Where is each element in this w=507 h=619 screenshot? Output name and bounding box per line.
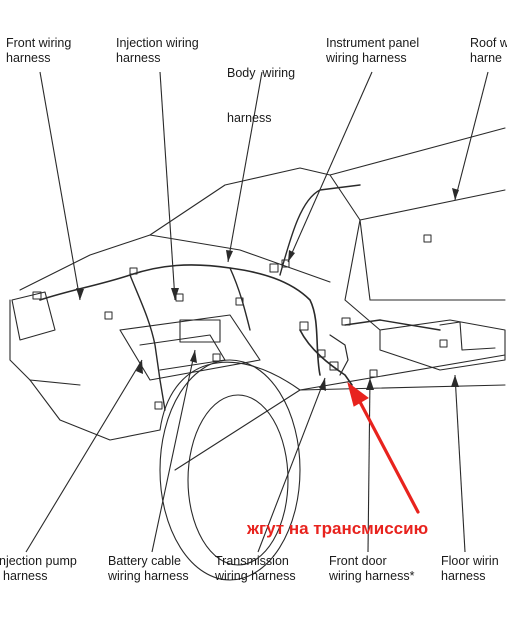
harness-transmission bbox=[299, 329, 353, 386]
leader-front-wiring bbox=[39, 71, 81, 301]
label-line-2: harness bbox=[6, 51, 51, 65]
label-line-1: Roof w bbox=[470, 36, 507, 50]
label-line-2: wiring harness* bbox=[329, 569, 415, 583]
label-line-2: harness bbox=[227, 111, 272, 125]
label-line-1: Transmission bbox=[215, 554, 289, 568]
pillar bbox=[344, 219, 381, 331]
harness-branch-2 bbox=[229, 267, 251, 331]
front-grille bbox=[11, 291, 56, 341]
label-instrument-panel-wiring-harness: Instrument panel wiring harness bbox=[326, 36, 419, 66]
leader-transmission bbox=[257, 377, 326, 553]
cabin-rear bbox=[359, 219, 506, 301]
label-injection-wiring-harness: Injection wiring harness bbox=[116, 36, 199, 66]
label-line-1: Body wiring bbox=[227, 66, 296, 80]
label-front-door-wiring-harness: Front door wiring harness* bbox=[329, 554, 414, 584]
hood-top bbox=[19, 234, 331, 291]
leader-roof bbox=[454, 71, 489, 201]
leader-front-door bbox=[367, 377, 371, 553]
label-body-wiring-harness: Body wiring harness bbox=[227, 36, 295, 156]
roof-line bbox=[149, 127, 506, 236]
label-line-2: harness bbox=[441, 569, 486, 583]
windshield-base bbox=[329, 174, 506, 221]
harness-floor bbox=[344, 319, 441, 331]
battery bbox=[179, 319, 221, 343]
label-line-2: harne bbox=[470, 51, 502, 65]
label-floor-wiring-harness: Floor wirin harness bbox=[441, 554, 499, 584]
label-battery-cable-wiring-harness: Battery cable wiring harness bbox=[108, 554, 189, 584]
leader-injection-pump bbox=[25, 359, 143, 553]
label-roof-wiring-harness: Roof w harne bbox=[470, 36, 507, 66]
label-line-2: wiring harness bbox=[215, 569, 296, 583]
harness-branch-3 bbox=[279, 184, 361, 276]
leader-instrument-panel bbox=[287, 71, 373, 263]
label-line-2: wiring harness bbox=[108, 569, 189, 583]
fender-line bbox=[29, 379, 161, 441]
label-injection-pump-harness: njection pump harness bbox=[0, 554, 77, 584]
floor-panel bbox=[379, 319, 506, 371]
label-line-2: wiring harness bbox=[326, 51, 407, 65]
label-line-2: harness bbox=[116, 51, 161, 65]
harness-branch-1 bbox=[129, 274, 166, 411]
red-arrow-shaft bbox=[358, 400, 420, 514]
annotation-transmission-harness: жгут на трансмиссию bbox=[247, 519, 429, 538]
label-line-1: Front door bbox=[329, 554, 387, 568]
front-wheel-inner bbox=[187, 394, 289, 566]
label-line-1: Battery cable bbox=[108, 554, 181, 568]
front-bumper bbox=[9, 299, 81, 386]
engine-detail bbox=[139, 334, 226, 371]
label-line-1: Front wiring bbox=[6, 36, 72, 50]
label-line-1: Injection wiring bbox=[116, 36, 199, 50]
label-line-1: Floor wirin bbox=[441, 554, 499, 568]
red-arrow-head bbox=[347, 381, 369, 407]
leader-body-wiring bbox=[227, 71, 263, 263]
label-line-2: harness bbox=[3, 569, 48, 583]
rocker bbox=[299, 384, 506, 391]
leader-battery-cable bbox=[151, 349, 196, 553]
leader-injection-wiring bbox=[159, 71, 176, 301]
label-front-wiring-harness: Front wiring harness bbox=[6, 36, 71, 66]
leader-floor bbox=[454, 374, 466, 553]
label-line-1: njection pump bbox=[0, 554, 77, 568]
front-wheel bbox=[159, 359, 301, 581]
floor-bracket bbox=[439, 321, 496, 351]
harness-door bbox=[329, 334, 349, 376]
label-transmission-wiring-harness: Transmission wiring harness bbox=[215, 554, 296, 584]
wheel-arch bbox=[159, 361, 301, 431]
label-line-1: Instrument panel bbox=[326, 36, 420, 50]
